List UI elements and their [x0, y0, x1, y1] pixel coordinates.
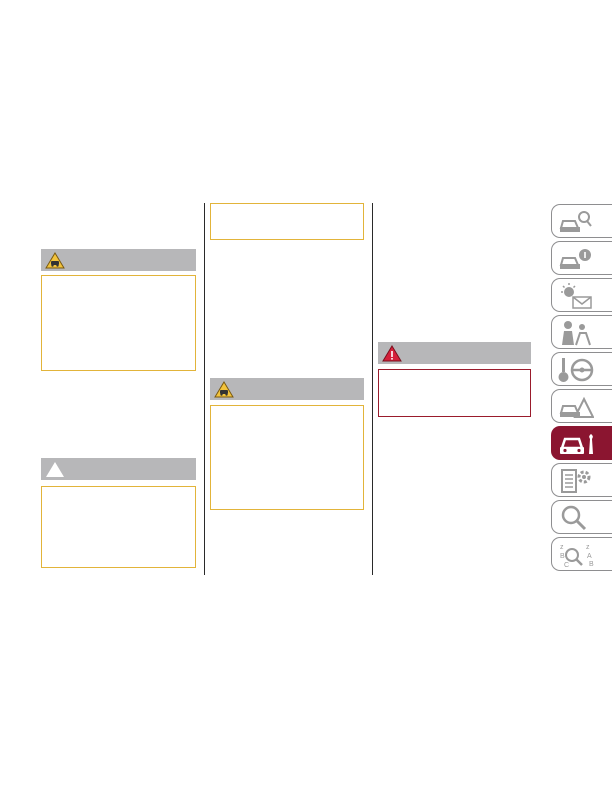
warning-lights-icon: [561, 283, 592, 309]
caution-header-middle: [210, 378, 364, 400]
car-wrench-icon: [560, 434, 593, 454]
middle-top-box: [210, 203, 364, 240]
steering-wheel-icon: [558, 358, 594, 382]
search-tab[interactable]: [551, 500, 612, 534]
driving-tab[interactable]: [551, 352, 612, 386]
magnifier-icon: [561, 505, 587, 531]
car-search-tab[interactable]: [551, 204, 612, 238]
column-divider-left: [204, 203, 205, 575]
danger-header: [378, 342, 531, 364]
alphabet-index-icon: zBC zAB: [560, 544, 594, 569]
svg-text:z: z: [560, 544, 564, 551]
technical-data-tab[interactable]: [551, 463, 612, 497]
caution-car-icon: [45, 252, 65, 269]
svg-text:A: A: [587, 553, 592, 560]
lights-message-tab[interactable]: [551, 278, 612, 312]
car-magnifier-icon: [559, 211, 592, 232]
caution-car-icon: [214, 381, 234, 398]
maintenance-tab[interactable]: [551, 426, 612, 460]
triangle-icon: [46, 462, 64, 477]
svg-text:C: C: [564, 562, 569, 569]
svg-text:B: B: [560, 553, 565, 560]
safety-tab[interactable]: [551, 315, 612, 349]
danger-box: [378, 369, 531, 417]
car-info-icon: [559, 249, 591, 269]
passenger-safety-icon: [562, 321, 591, 346]
note-header: [41, 458, 196, 480]
car-info-tab[interactable]: [551, 241, 612, 275]
road-emergency-icon: [559, 396, 594, 418]
caution-header: [41, 249, 196, 271]
svg-text:z: z: [586, 544, 590, 551]
note-box: [41, 486, 196, 568]
specs-gear-icon: [561, 469, 591, 493]
svg-text:B: B: [589, 561, 594, 568]
emergency-tab[interactable]: [551, 389, 612, 423]
caution-box-middle: [210, 405, 364, 510]
warning-exclamation-icon: [382, 345, 402, 362]
caution-box: [41, 275, 196, 371]
column-divider-right: [372, 203, 373, 575]
